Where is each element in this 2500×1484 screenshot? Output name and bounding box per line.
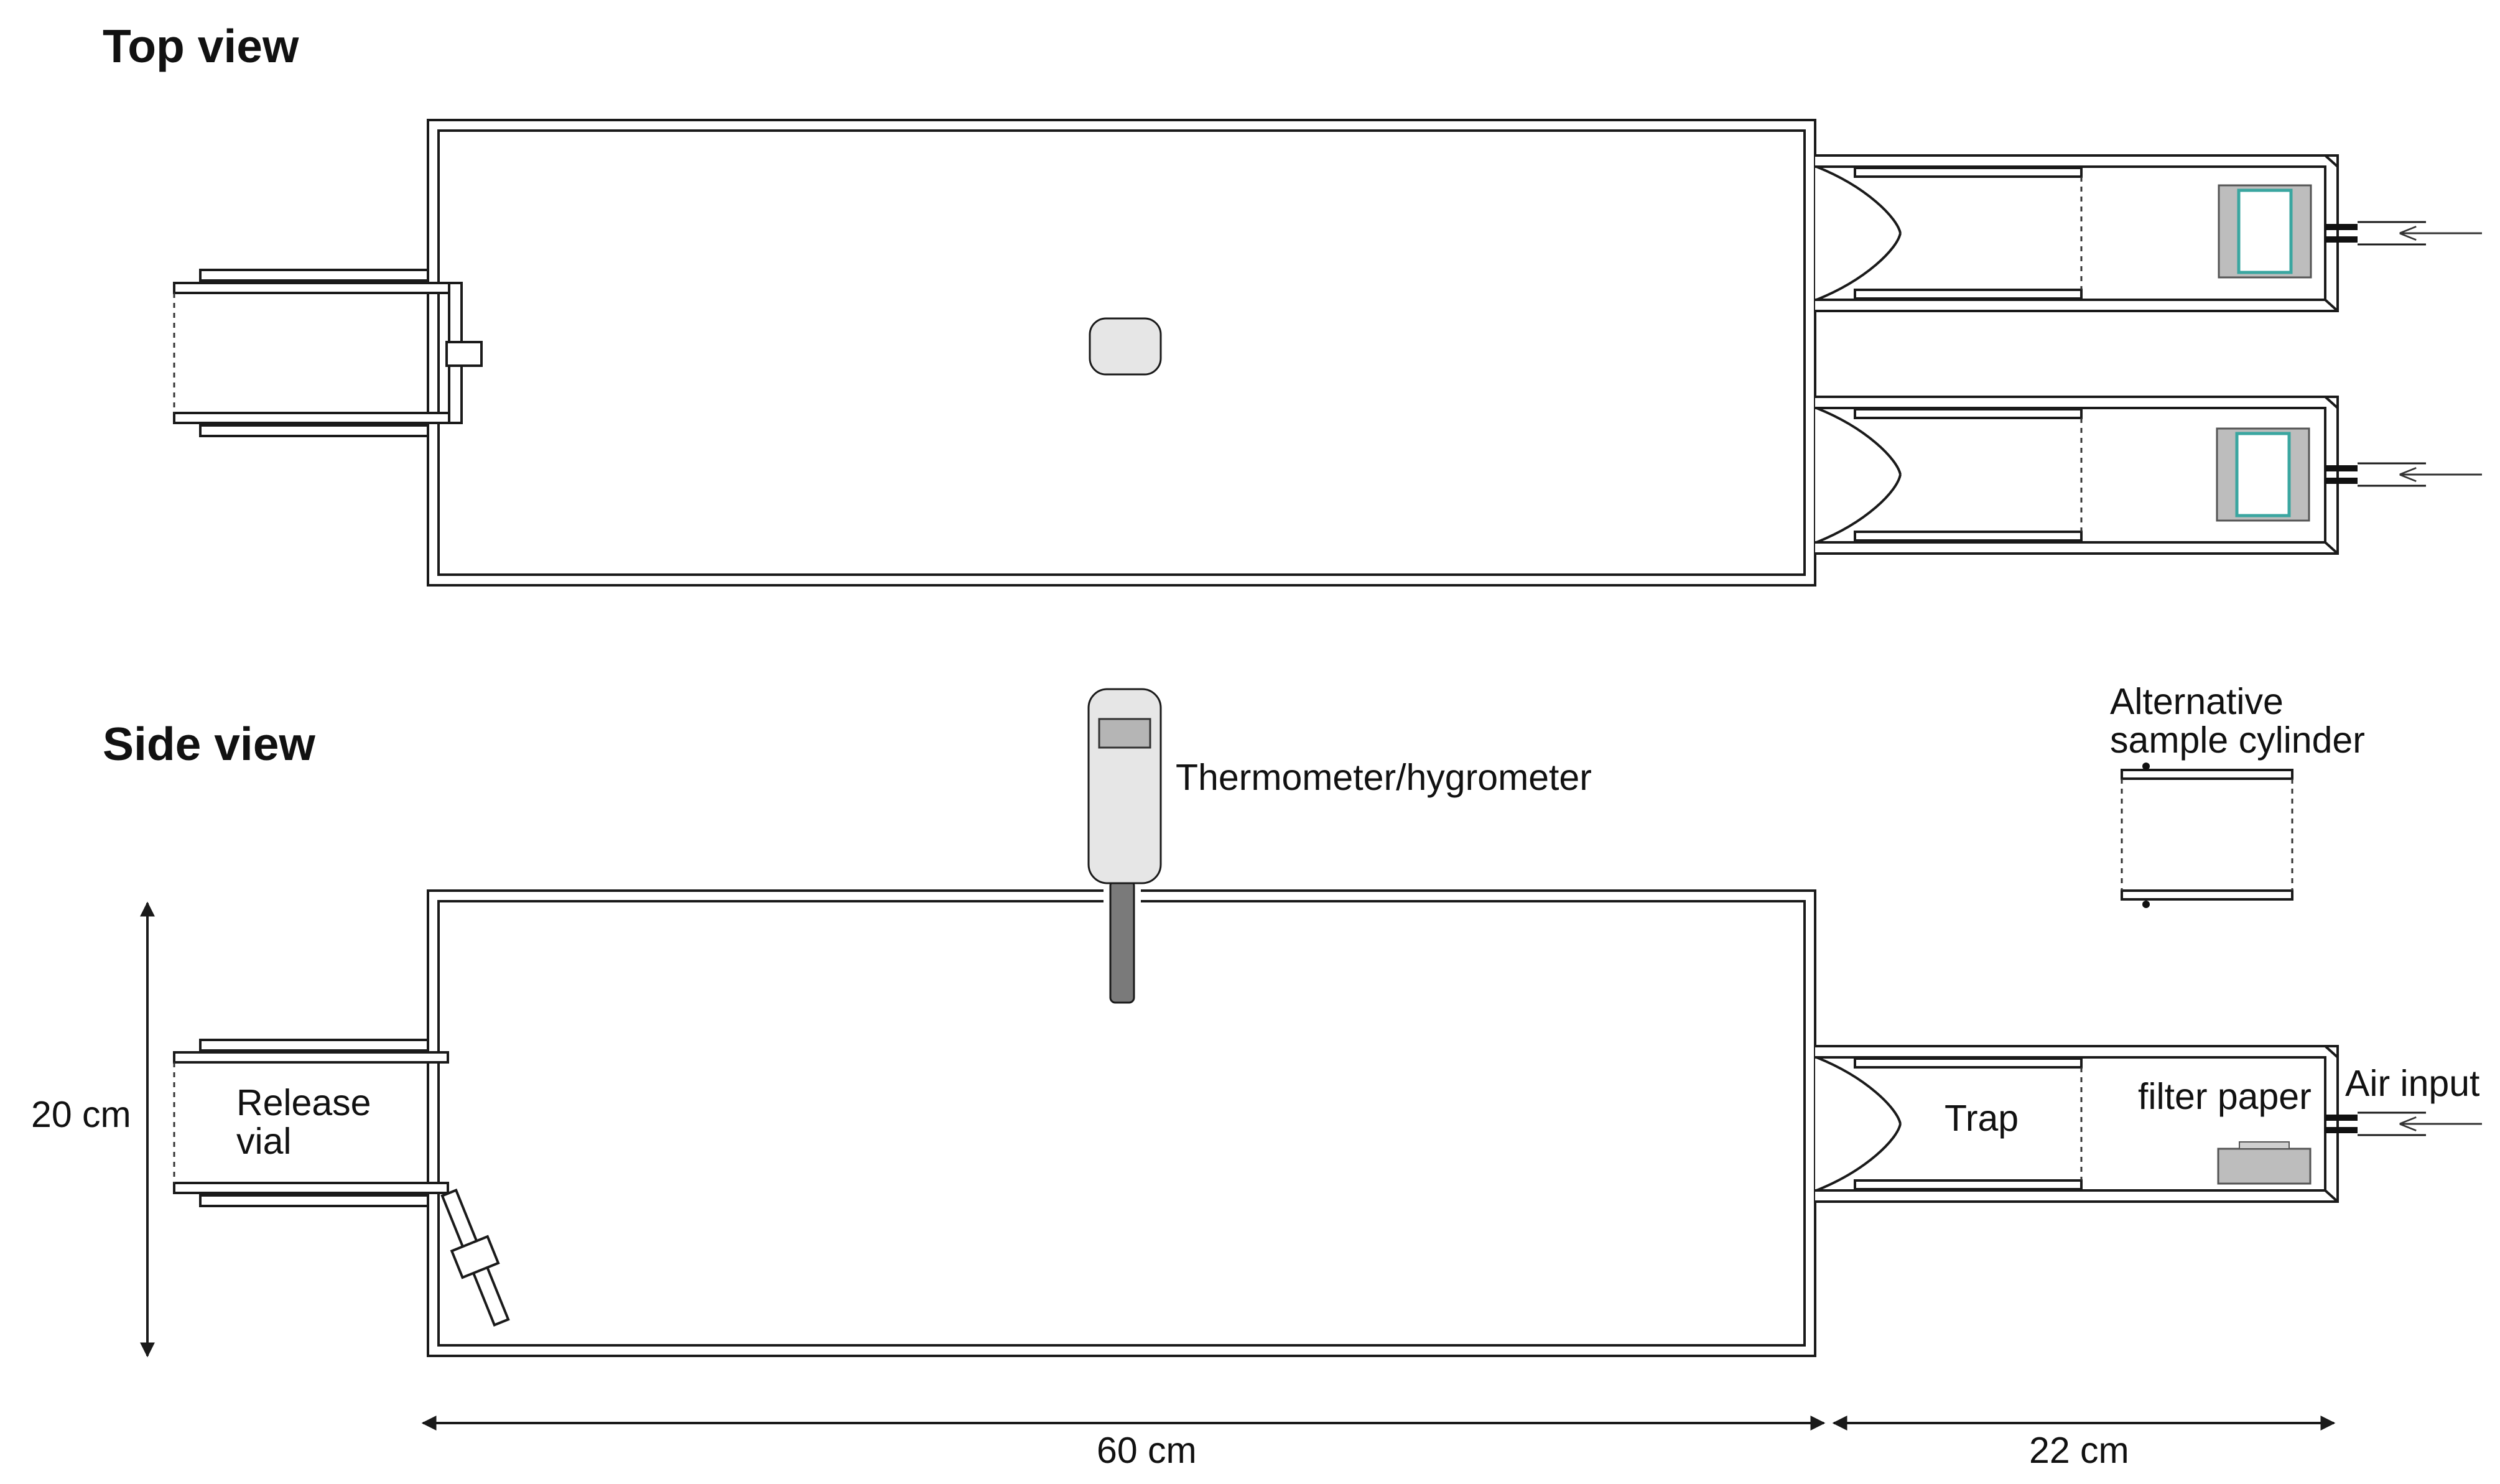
air-input-label: Air input — [2345, 1063, 2479, 1104]
trap-label: Trap — [1945, 1098, 2019, 1139]
dimension-main-length: 60 cm — [421, 1416, 1826, 1471]
filter-holder-side — [2217, 1148, 2312, 1185]
top-main-chamber — [427, 119, 1816, 587]
side-trap-arm: Trap filter paper Air input — [1815, 1045, 2482, 1203]
dimension-height: 20 cm — [31, 901, 155, 1358]
release-vial-label-1: Release — [236, 1082, 371, 1123]
thermometer-screen — [1098, 718, 1151, 749]
top-view-heading: Top view — [103, 20, 299, 72]
alternative-sample-cylinder: Alternative sample cylinder — [2110, 681, 2365, 908]
height-label: 20 cm — [31, 1094, 131, 1135]
filter-paper-side — [2239, 1141, 2290, 1149]
release-vial-label-2: vial — [236, 1121, 292, 1162]
release-valve — [445, 341, 483, 367]
top-release-vial-tube — [173, 269, 483, 437]
release-valve-side — [440, 1189, 510, 1327]
top-trap-arm-lower — [1815, 396, 2482, 555]
trap-length-label: 22 cm — [2029, 1430, 2129, 1471]
alt-cylinder-label-2: sample cylinder — [2110, 720, 2365, 761]
dimension-trap-length: 22 cm — [1832, 1416, 2336, 1471]
filter-paper-upper — [2237, 188, 2293, 274]
filter-paper-label: filter paper — [2138, 1076, 2312, 1117]
side-release-vial-tube: Release vial — [173, 1039, 510, 1327]
side-view: Release vial Thermometer/hygrometer — [173, 681, 2482, 1357]
thermometer-hygrometer: Thermometer/hygrometer — [1087, 688, 1592, 1004]
side-view-heading: Side view — [103, 718, 315, 770]
thermometer-label: Thermometer/hygrometer — [1176, 757, 1592, 798]
main-length-label: 60 cm — [1097, 1430, 1197, 1471]
top-thermometer — [1089, 317, 1162, 376]
alt-cylinder-label-1: Alternative — [2110, 681, 2284, 722]
filter-paper-lower — [2235, 432, 2291, 517]
top-trap-arm-upper — [1815, 154, 2482, 312]
top-view — [173, 119, 2482, 587]
